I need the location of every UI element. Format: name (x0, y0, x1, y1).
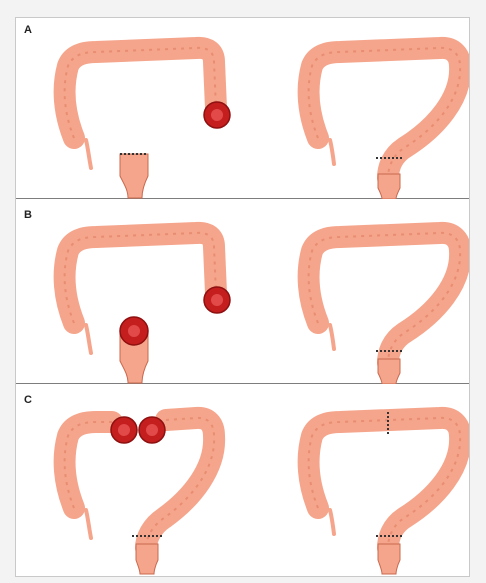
loop-stoma-c (111, 417, 165, 443)
figure-frame: A (15, 17, 470, 577)
panel-a-illustration (16, 18, 469, 199)
panel-a: A (16, 18, 469, 199)
panel-c: C (16, 388, 469, 576)
colon-right-a (309, 48, 460, 199)
end-stoma-b (204, 287, 230, 313)
colon-left-c (65, 418, 214, 574)
rectal-stump-a (120, 154, 148, 198)
colon-right-b (309, 233, 460, 384)
panel-b-illustration (16, 203, 469, 384)
panel-c-illustration (16, 388, 469, 576)
colon-left-a (65, 48, 216, 168)
mucous-fistula-b (120, 317, 148, 383)
panel-b: B (16, 203, 469, 384)
colon-right-c (309, 412, 460, 574)
end-stoma-a (204, 102, 230, 128)
